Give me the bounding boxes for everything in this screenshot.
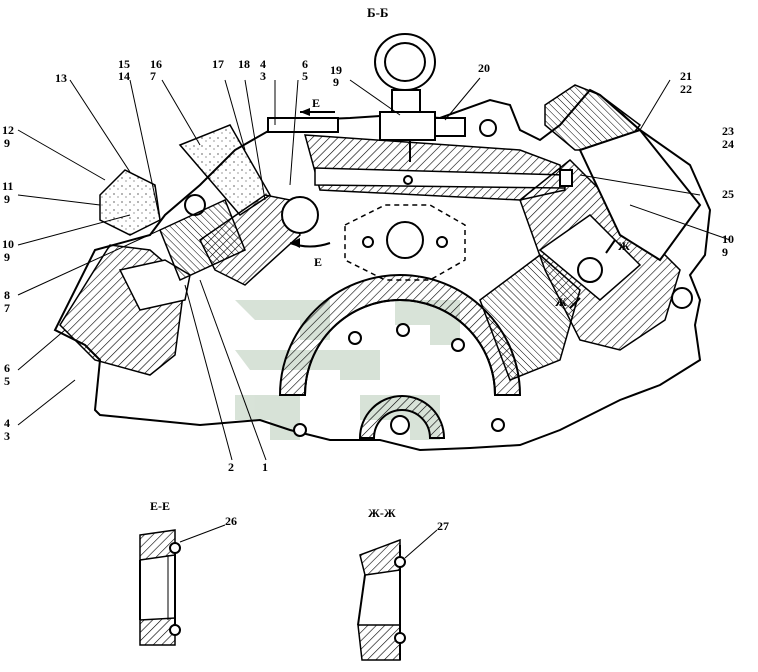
callout-26: 26 (225, 514, 237, 528)
callout-4-top: 4 (260, 57, 266, 71)
callout-2: 2 (228, 460, 234, 474)
callout-23: 23 (722, 124, 734, 138)
callout-9-12: 9 (4, 136, 10, 150)
callout-7: 7 (150, 69, 156, 83)
callout-5-top: 5 (302, 69, 308, 83)
right-cover (544, 84, 702, 262)
callout-8: 8 (4, 288, 10, 302)
callout-10-right: 10 (722, 232, 734, 246)
engine-block (53, 88, 712, 452)
leader-lines (17, 77, 731, 461)
section-arrow-zh-lower (569, 297, 581, 309)
callout-21: 21 (680, 69, 692, 83)
callout-9-10: 9 (4, 250, 10, 264)
callout-27: 27 (437, 519, 449, 533)
callout-22: 22 (680, 82, 692, 96)
callout-10-left: 10 (2, 237, 14, 251)
detail-zhzh: Ж-Ж 27 (357, 506, 449, 661)
callout-13: 13 (55, 71, 67, 85)
callout-11: 11 (2, 179, 13, 193)
callout-6-left: 6 (4, 361, 10, 375)
callout-25: 25 (722, 187, 734, 201)
callout-19: 19 (330, 63, 342, 77)
callout-4-left: 4 (4, 416, 10, 430)
callout-6-top: 6 (302, 57, 308, 71)
callout-9-19: 9 (333, 75, 339, 89)
section-arrow-e-bottom (289, 238, 331, 248)
detail-ee: Е-Е 26 (139, 499, 237, 646)
section-label-e-bottom: Е (314, 255, 322, 269)
callout-15: 15 (118, 57, 130, 71)
callout-5-left: 5 (4, 374, 10, 388)
callout-24: 24 (722, 137, 734, 151)
callout-20: 20 (478, 61, 490, 75)
section-label-zh-lower: Ж (555, 295, 567, 309)
section-title: Б-Б (367, 5, 389, 20)
section-label-zh-upper: Ж (618, 239, 630, 253)
section-arrow-e-top (300, 108, 335, 116)
callout-16: 16 (150, 57, 162, 71)
callout-7-8: 7 (4, 301, 10, 315)
section-label-e-top: Е (312, 96, 320, 110)
callout-1: 1 (262, 460, 268, 474)
callout-9-11: 9 (4, 192, 10, 206)
detail-ee-title: Е-Е (150, 499, 170, 513)
callout-14: 14 (118, 69, 130, 83)
callout-3-left: 3 (4, 429, 10, 443)
callout-18: 18 (238, 57, 250, 71)
lifting-eye (374, 33, 466, 162)
callout-12: 12 (2, 123, 14, 137)
detail-zhzh-title: Ж-Ж (368, 506, 396, 520)
callout-17: 17 (212, 57, 224, 71)
callout-3-top: 3 (260, 69, 266, 83)
callout-9-right: 9 (722, 245, 728, 259)
section-arrow-zh-upper (605, 239, 616, 254)
